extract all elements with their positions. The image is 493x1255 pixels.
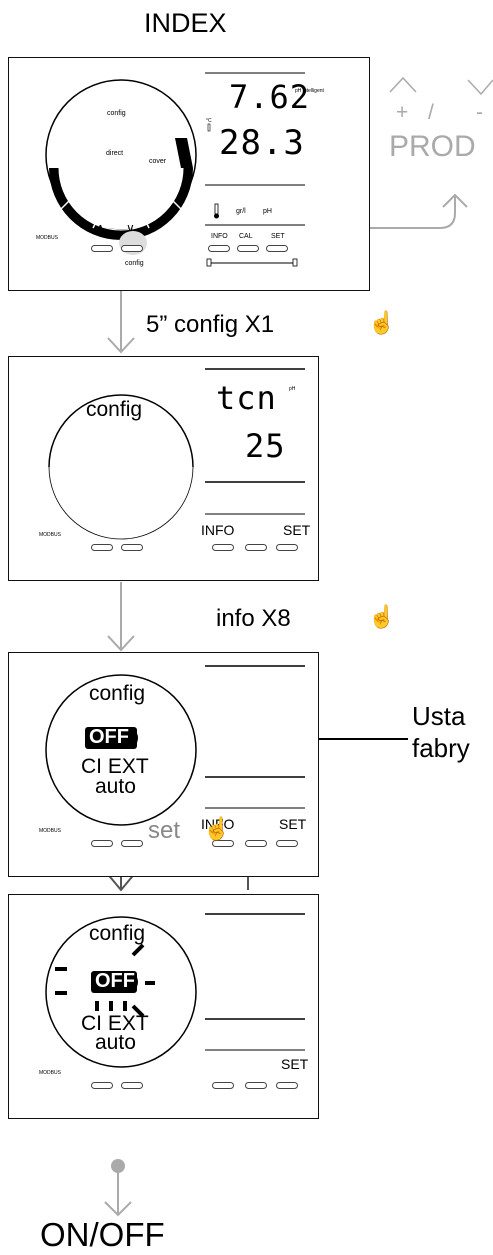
left-button-1[interactable]	[91, 840, 113, 847]
config-label: config	[86, 398, 143, 421]
set-label: SET	[281, 1056, 309, 1072]
mid-button[interactable]	[245, 544, 267, 551]
prod-minus: -	[476, 101, 483, 124]
temp-value: 28.3	[219, 123, 305, 163]
left-button-2[interactable]	[121, 544, 143, 551]
screen-config: config tcn pH 25 MODBUS INFO SET	[8, 356, 319, 581]
screen3-graphics	[45, 665, 305, 826]
arc-label-20: 20	[150, 206, 156, 212]
page-title: INDEX	[144, 8, 227, 38]
auto-label: auto	[95, 1031, 136, 1054]
screen4-graphics	[45, 913, 305, 1068]
set-label: SET	[279, 816, 307, 832]
set-button[interactable]	[276, 544, 298, 551]
config-label: config	[89, 922, 146, 945]
prod-plus: +	[396, 101, 409, 124]
mid-button[interactable]	[245, 840, 267, 847]
screen-off-blinking: config OFF CI EXT auto MODBUS SET	[8, 894, 319, 1119]
step1-label: 5” config X1	[146, 311, 275, 338]
ring-direct-label: direct	[106, 150, 124, 157]
seg-top: tcn	[216, 379, 277, 417]
ph-unit: pH intelligent	[295, 88, 324, 94]
info-button[interactable]	[212, 544, 234, 551]
set-button[interactable]	[266, 245, 288, 252]
cal-button-label: CAL	[239, 233, 253, 240]
ring-cover-label: cover	[149, 158, 167, 165]
screen1-graphics	[45, 72, 305, 267]
up-arrow-icon: ∧	[96, 221, 105, 235]
step2-label: info X8	[216, 605, 291, 632]
factory-setting-note-line1: Usta	[412, 701, 466, 731]
modbus-logo: MODBUS	[39, 828, 61, 834]
set-button-label: SET	[271, 233, 285, 240]
arc-label-50: 50	[64, 181, 70, 187]
footer-onoff: ON/OFF	[40, 1216, 165, 1253]
hand-pointer-icon: ☝	[368, 310, 396, 335]
seg-bottom: 25	[245, 427, 286, 465]
info-button-label: INFO	[211, 233, 228, 240]
set-label: SET	[283, 522, 311, 538]
left-button-1[interactable]	[91, 544, 113, 551]
temp-unit: °C	[206, 118, 212, 124]
left-mid-button[interactable]	[212, 1082, 234, 1089]
seg-top-sup: pH	[289, 386, 296, 392]
factory-setting-note-line2: fabry	[412, 733, 470, 763]
up-button[interactable]	[91, 245, 113, 252]
arc-label-40: 40	[84, 206, 90, 212]
down-arrow-icon: ∨	[126, 221, 135, 235]
arc-label-10: 10	[169, 181, 175, 187]
hand-pointer-icon: ☝	[368, 604, 396, 629]
left-button-2[interactable]	[121, 840, 143, 847]
prod-slash: /	[428, 101, 434, 124]
screen-index: config direct cover 50 40 30 20 10 7.62 …	[8, 57, 370, 291]
modbus-logo: MODBUS	[39, 1070, 61, 1076]
clext-label: CI EXT	[81, 1012, 149, 1035]
screen-off-setting: config OFF CI EXT auto MODBUS INFO SET	[8, 652, 319, 877]
ph-value: 7.62	[229, 78, 311, 116]
prod-label: PROD	[389, 130, 476, 163]
off-badge: OFF	[95, 970, 135, 992]
config-label: config	[89, 682, 146, 705]
down-button[interactable]	[121, 245, 143, 252]
screen2-graphics	[48, 368, 305, 540]
info-label: INFO	[201, 816, 235, 832]
unit-ph: pH	[263, 208, 272, 215]
auto-label: auto	[95, 775, 136, 798]
mid-button[interactable]	[245, 1082, 267, 1089]
clext-label: CI EXT	[81, 755, 149, 778]
left-button-1[interactable]	[91, 1082, 113, 1089]
step3-label: set	[148, 817, 181, 844]
hand-pointer-icon: ☝	[203, 816, 231, 841]
cal-button[interactable]	[237, 245, 259, 252]
modbus-logo: MODBUS	[39, 532, 61, 538]
info-button[interactable]	[212, 840, 234, 847]
ring-config-label: config	[107, 110, 126, 117]
set-button[interactable]	[276, 1082, 298, 1089]
config-button-label: config	[125, 260, 144, 267]
off-badge: OFF	[89, 726, 129, 748]
set-button[interactable]	[276, 840, 298, 847]
info-button[interactable]	[208, 245, 230, 252]
arc-label-30: 30	[117, 217, 123, 223]
modbus-logo: MODBUS	[36, 235, 58, 241]
info-label: INFO	[201, 522, 235, 538]
left-button-2[interactable]	[121, 1082, 143, 1089]
unit-grl: gr/l	[236, 208, 246, 215]
